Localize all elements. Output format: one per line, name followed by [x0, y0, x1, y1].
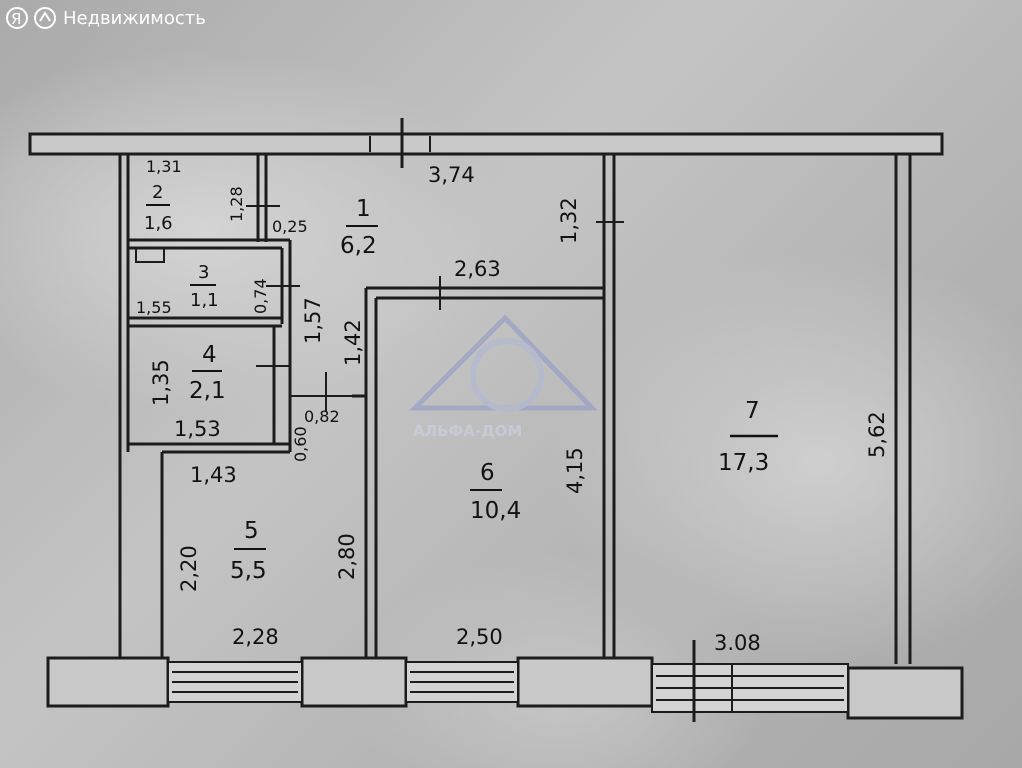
bottom-pier [300, 656, 408, 708]
bottom-pier [516, 656, 654, 708]
room3-niche [135, 248, 165, 263]
room-6-area: 10,4 [470, 498, 521, 524]
yandex-logo-icon [6, 7, 28, 29]
dim-label: 2,20 [177, 545, 201, 592]
room-4-number: 4 [202, 342, 217, 368]
dim-label: 3.08 [714, 631, 761, 655]
room-1-area: 6,2 [340, 233, 377, 259]
room-4-area: 2,1 [189, 378, 226, 404]
room-2-area: 1,6 [144, 213, 173, 234]
dim-label: 1,42 [341, 319, 365, 366]
room-7-area: 17,3 [718, 450, 769, 476]
dim-label: 0,82 [304, 407, 340, 426]
dim-label: 5,62 [865, 411, 889, 458]
dim-label: 0,60 [291, 426, 310, 462]
dim-label: 1,31 [146, 157, 182, 176]
bottom-pier [46, 656, 170, 708]
room-labels: 1 6,2 2 1,6 3 1,1 4 2,1 5 5,5 6 10,4 7 1… [144, 182, 778, 584]
watermark-brand: Недвижимость [63, 8, 206, 29]
dim-label: 1,53 [174, 417, 221, 441]
window [167, 661, 303, 703]
dim-label: 4,15 [563, 447, 587, 494]
agency-logo-text: АЛЬФА-ДОМ [413, 422, 522, 440]
yandex-logo-letter: Я [11, 10, 21, 28]
logo-roof-icon [408, 314, 598, 411]
dim-label: 0,25 [272, 217, 308, 236]
dim-label: 2,80 [335, 533, 359, 580]
dim-label: 1,55 [136, 298, 172, 317]
room-5-number: 5 [244, 518, 259, 544]
dim-label: 2,63 [454, 257, 501, 281]
dim-label: 1,43 [190, 463, 237, 487]
dim-label: 1,57 [301, 297, 325, 344]
room-5-area: 5,5 [230, 558, 267, 584]
room-6-number: 6 [480, 460, 495, 486]
realty-logo-icon [34, 7, 56, 29]
logo-ring-icon [470, 338, 544, 412]
window [405, 661, 519, 703]
walls [28, 118, 964, 722]
room-3-area: 1,1 [190, 290, 219, 311]
room-7-number: 7 [745, 398, 760, 424]
balcony-door [651, 663, 849, 713]
top-exterior-wall [28, 132, 944, 156]
dim-label: 3,74 [428, 163, 475, 187]
dimension-labels: 3,74 1,32 1,31 1,28 0,25 2,63 0,74 1,55 … [136, 157, 889, 655]
room-1-number: 1 [356, 196, 371, 222]
agency-logo: АЛЬФА-ДОМ [408, 314, 598, 440]
watermark: Я Недвижимость [6, 7, 206, 29]
dim-label: 1,28 [227, 186, 246, 222]
dim-label: 2,28 [232, 625, 279, 649]
room-2-number: 2 [152, 182, 163, 203]
dim-label: 1,35 [149, 359, 173, 406]
bottom-pier [846, 666, 964, 720]
room-3-number: 3 [198, 262, 209, 283]
dim-label: 1,32 [557, 197, 581, 244]
house-icon [39, 11, 51, 22]
dim-label: 2,50 [456, 625, 503, 649]
dim-label: 0,74 [251, 278, 270, 314]
